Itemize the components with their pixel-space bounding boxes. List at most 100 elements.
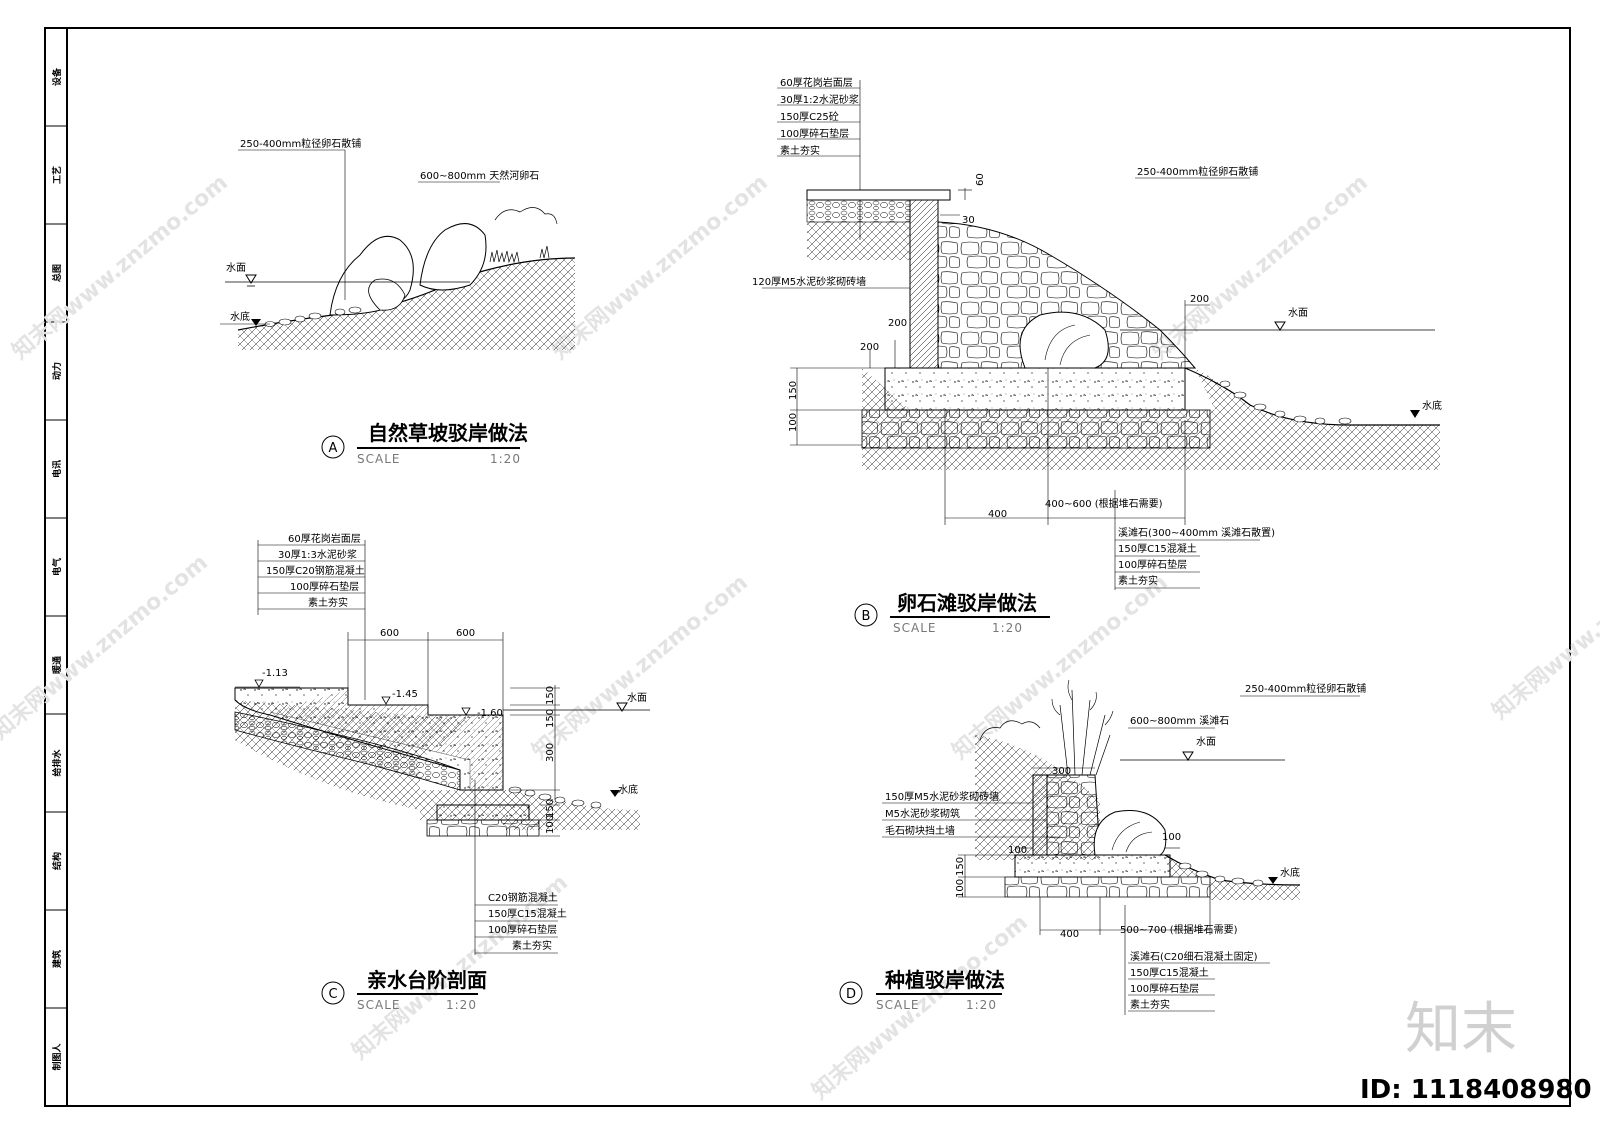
detail-title: 卵石滩驳岸做法 — [897, 591, 1037, 615]
detail-letter: D — [846, 987, 856, 1002]
dim-600: 600 — [380, 628, 399, 639]
detail-d: 水面 水底 250-400mm粒径卵石散铺 600~800mm 溪滩石 150厚… — [839, 679, 1366, 1015]
ground-soil — [238, 258, 575, 350]
elev-marker — [461, 707, 471, 716]
layer-note: 素土夯实 — [1130, 998, 1170, 1011]
layer-note: 150厚C25砼 — [780, 110, 839, 123]
layer-note: M5水泥砂浆砌筑 — [885, 807, 960, 820]
layer-note: 100厚碎石垫层 — [1118, 558, 1187, 571]
detail-a: 水面 水底 250-400mm粒径卵石散铺 600~800mm 天然河卵石 A … — [220, 137, 576, 466]
layer-note: 60厚花岗岩面层 — [288, 532, 361, 545]
outer-frame — [44, 27, 1571, 1107]
layer-note: 100厚碎石垫层 — [1130, 982, 1199, 995]
watermark: 知末网www.znzmo.com — [807, 909, 1033, 1104]
dim-150: 150 — [788, 381, 799, 400]
layer-note: 150厚C15混凝土 — [488, 907, 567, 920]
layer-notes-top: 60厚花岗岩面层 30厚1:3水泥砂浆 150厚C20钢筋混凝土 100厚碎石垫… — [257, 532, 366, 700]
layer-note: C20钢筋混凝土 — [488, 891, 558, 904]
dimensions — [958, 767, 1211, 1015]
elevation: -1.45 — [392, 689, 418, 700]
dim-200: 200 — [888, 318, 907, 329]
dim-100: 100 — [545, 815, 556, 834]
gravel-layer — [806, 199, 911, 223]
river-rock — [419, 223, 487, 291]
title-block-label: 暖通 — [51, 656, 63, 674]
label-span: 500~700 (根据堆石需要) — [1120, 923, 1238, 936]
scale-word: SCALE — [357, 452, 400, 466]
layer-note: 素土夯实 — [308, 596, 348, 609]
detail-letter: A — [329, 441, 338, 456]
dimensions — [347, 632, 560, 837]
title-block-label: 制图人 — [51, 1043, 63, 1071]
layer-note: 60厚花岗岩面层 — [780, 76, 853, 89]
ground-soil-right — [1165, 855, 1300, 900]
water-bottom-marker — [1268, 877, 1278, 884]
dim-100: 100 — [788, 413, 799, 432]
scale-value: 1:20 — [490, 452, 521, 466]
ground-soil-right — [1195, 368, 1440, 470]
detail-c: 60厚花岗岩面层 30厚1:3水泥砂浆 150厚C20钢筋混凝土 100厚碎石垫… — [234, 532, 650, 1012]
title-block-label: 给排水 — [51, 749, 63, 777]
label-pebbles: 250-400mm粒径卵石散铺 — [1245, 682, 1366, 695]
layer-note: 30厚1:3水泥砂浆 — [278, 548, 357, 561]
concrete-slab — [1014, 854, 1171, 878]
ground-soil-right — [503, 790, 640, 830]
scale-value: 1:20 — [446, 998, 477, 1012]
water-marker — [1274, 321, 1286, 331]
water-bottom-label: 水底 — [618, 783, 638, 796]
layer-note: 素土夯实 — [512, 939, 552, 952]
layer-notes-bottom: C20钢筋混凝土 150厚C15混凝土 100厚碎石垫层 素土夯实 — [474, 780, 567, 955]
river-rock — [368, 278, 406, 311]
leader-line — [238, 149, 346, 300]
layer-note: 溪滩石(C20细石混凝土固定) — [1130, 950, 1258, 963]
title-block-label: 设备 — [51, 67, 63, 86]
elevation: -1.13 — [262, 668, 288, 679]
layer-note: 30厚1:2水泥砂浆 — [780, 93, 859, 106]
layer-notes-top: 60厚花岗岩面层 30厚1:2水泥砂浆 150厚C25砼 100厚碎石垫层 素土… — [777, 76, 861, 240]
label-pebbles: 250-400mm粒径卵石散铺 — [240, 137, 361, 150]
granite-paving — [806, 189, 951, 201]
watermark: 知末网www.znzmo.com — [1147, 169, 1373, 364]
dim-150: 150 — [545, 799, 556, 818]
water-bottom-label: 水底 — [1280, 866, 1300, 879]
dim-200: 200 — [860, 342, 879, 353]
rubble-wall — [1046, 774, 1101, 856]
dim-100: 100 — [955, 879, 966, 898]
detail-circle — [854, 603, 878, 627]
water-surface-label: 水面 — [1196, 736, 1216, 748]
layer-note: 150厚M5水泥砂浆砌砖墙 — [885, 790, 999, 803]
pebbles — [1219, 380, 1352, 425]
gravel-band — [234, 711, 461, 791]
title-block-label: 电气 — [51, 558, 63, 576]
scale-word: SCALE — [893, 621, 936, 635]
label-rock: 600~800mm 溪滩石 — [1130, 714, 1229, 727]
water-bottom-marker — [251, 319, 261, 326]
layer-notes-bottom: 溪滩石(300~400mm 溪滩石散置) 150厚C15混凝土 100厚碎石垫层… — [1114, 490, 1275, 590]
detail-b: 60厚花岗岩面层 30厚1:2水泥砂浆 150厚C25砼 100厚碎石垫层 素土… — [752, 76, 1442, 635]
title-block-label: 总图 — [51, 264, 63, 282]
scale-value: 1:20 — [992, 621, 1023, 635]
dim-100: 100 — [1008, 845, 1027, 856]
layer-note: 素土夯实 — [780, 144, 820, 157]
dim-30: 30 — [962, 215, 975, 226]
detail-title: 自然草坡驳岸做法 — [368, 421, 528, 445]
water-surface-label: 水面 — [1288, 307, 1308, 319]
label-span: 400~600 (根据堆石需要) — [1045, 497, 1163, 510]
elev-marker — [381, 696, 391, 705]
title-block-label: 工艺 — [51, 166, 63, 184]
layer-note: 150厚C15混凝土 — [1118, 542, 1197, 555]
water-bottom-label: 水底 — [230, 310, 250, 323]
boulder — [1093, 810, 1167, 856]
boulder — [1019, 311, 1109, 369]
detail-letter: C — [328, 987, 337, 1002]
elev-marker — [254, 679, 264, 688]
layer-note: 150厚C15混凝土 — [1130, 966, 1209, 979]
label-wall: 120厚M5水泥砂浆砌砖墙 — [752, 275, 866, 288]
water-marker — [245, 274, 257, 284]
shrub — [979, 720, 1041, 741]
layer-notes-left: 150厚M5水泥砂浆砌砖墙 M5水泥砂浆砌筑 毛石砌块挡土墙 — [882, 790, 1060, 838]
water-marker — [616, 702, 628, 712]
water-surface-label: 水面 — [627, 692, 647, 704]
layer-note: 毛石砌块挡土墙 — [885, 824, 955, 837]
